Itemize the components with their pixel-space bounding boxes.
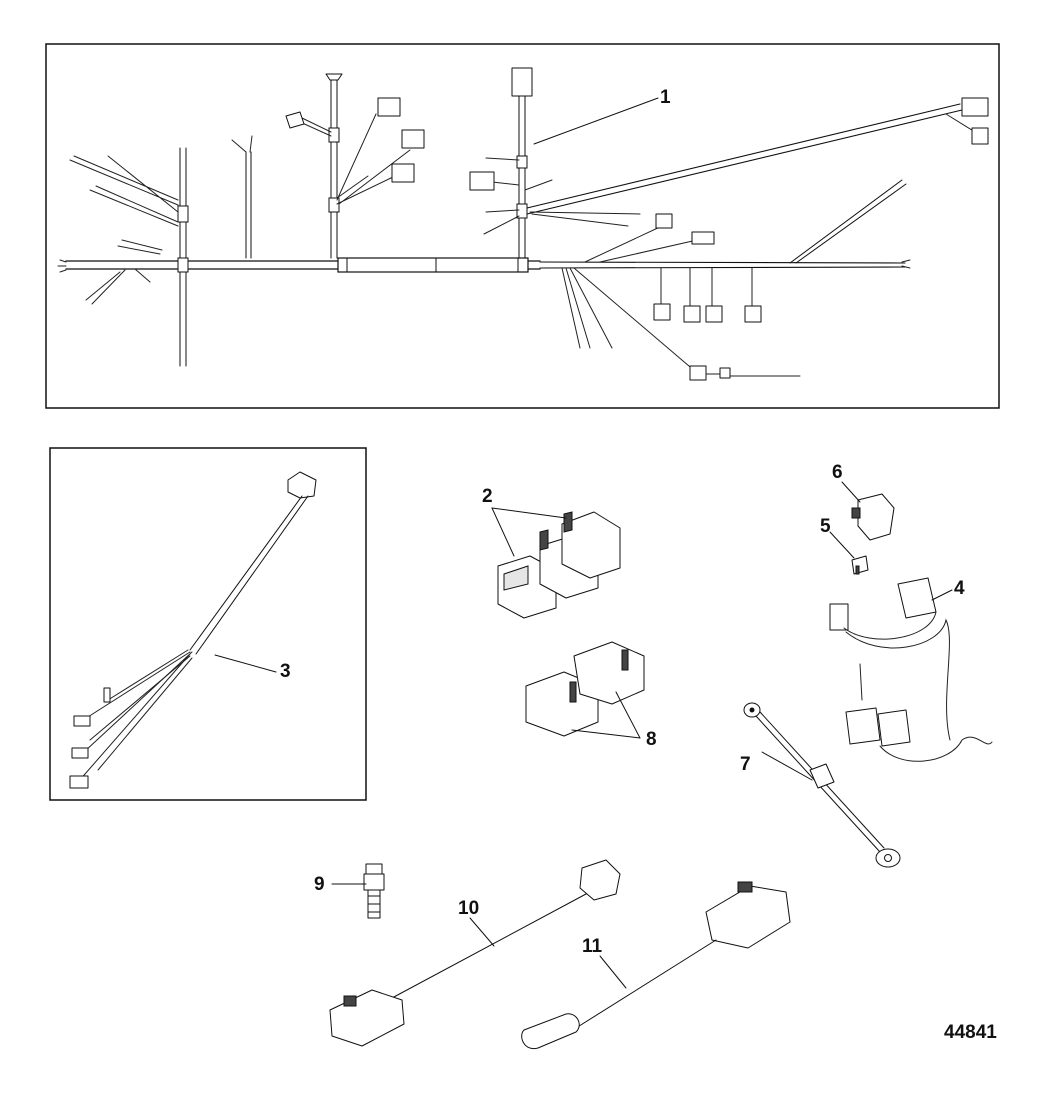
callout-11: 11 — [582, 936, 603, 957]
callout-4: 4 — [954, 578, 965, 599]
sub-harness — [69, 471, 317, 789]
callout-leader-3 — [214, 654, 277, 673]
callout-5: 5 — [820, 516, 831, 537]
callout-leader-8a — [615, 691, 641, 739]
fuse-holder-cap — [851, 493, 895, 541]
engine-harness-group: 1 — [45, 43, 1000, 409]
relays-8-group: 8 — [525, 641, 657, 750]
relay-set — [497, 511, 621, 619]
callout-10: 10 — [458, 898, 479, 919]
figure-id: 44841 — [944, 1022, 997, 1043]
terminator-group: 11 — [521, 881, 791, 1050]
callout-leader-2b — [491, 507, 567, 519]
fuse-relay-harness — [829, 577, 993, 762]
jumper-harness — [329, 859, 621, 1047]
terminator — [521, 881, 791, 1050]
sensor-group: 9 — [314, 863, 385, 919]
callout-7: 7 — [740, 754, 751, 775]
callout-leader-8b — [571, 729, 641, 739]
callout-leader-10 — [469, 917, 495, 947]
callout-3: 3 — [280, 661, 291, 682]
sub-harness-frame — [49, 447, 367, 801]
jumper-harness-group: 10 — [329, 859, 621, 1047]
relays-group: 2 — [482, 486, 621, 619]
callout-9: 9 — [314, 874, 325, 895]
callout-leader-5 — [829, 531, 855, 559]
callout-2: 2 — [482, 486, 493, 507]
callout-leader-7 — [761, 751, 813, 781]
sub-harness-group: 3 — [49, 447, 367, 801]
fuse — [851, 555, 869, 575]
callout-leader-2a — [491, 507, 515, 557]
callout-leader-4 — [931, 589, 953, 601]
callout-8: 8 — [646, 729, 657, 750]
relay-pair — [525, 641, 645, 737]
callout-leader-11 — [599, 955, 627, 989]
engine-harness-frame — [45, 43, 1000, 409]
callout-leader-1 — [533, 97, 659, 145]
callout-leader-6 — [841, 481, 861, 503]
fuse-relay-group: 6 5 4 — [820, 462, 993, 762]
engine-harness — [57, 67, 989, 381]
ground-strap-group: 7 — [740, 702, 901, 868]
ground-strap — [743, 702, 901, 868]
callout-1: 1 — [660, 87, 671, 108]
callout-6: 6 — [832, 462, 843, 483]
sensor — [363, 863, 385, 919]
